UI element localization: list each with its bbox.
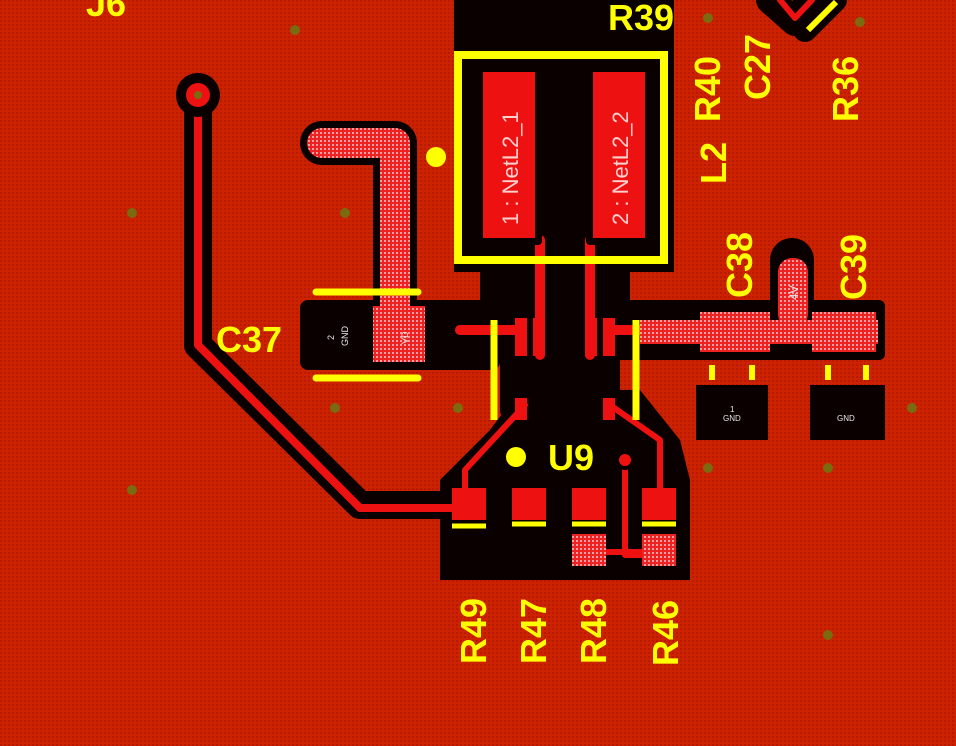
capacitor-c38[interactable]: 1 GND	[698, 365, 768, 438]
label-r36: R36	[825, 56, 866, 122]
label-u9: U9	[548, 437, 594, 478]
c38-c39-feed	[640, 258, 878, 352]
capacitor-c37[interactable]: 2 GND VD	[308, 288, 425, 382]
r46-via	[615, 450, 635, 470]
c37-pad-gnd[interactable]	[308, 304, 370, 368]
label-c38: C38	[719, 232, 760, 298]
c37-pad-vd-net: VD	[400, 331, 410, 344]
label-r49: R49	[453, 598, 494, 664]
resistor-r48[interactable]	[572, 488, 606, 566]
l2-pad-2-label: 2 : NetL2_2	[608, 111, 633, 225]
u9-pin1-marker	[506, 447, 526, 467]
c37-pad-gnd-net: GND	[340, 326, 350, 347]
label-c39: C39	[833, 234, 874, 300]
label-c27: C27	[737, 34, 778, 100]
c38-pad-gnd-net: GND	[723, 414, 741, 423]
label-l2: L2	[693, 142, 734, 184]
label-r48: R48	[573, 598, 614, 664]
c37-pad-gnd-number: 2	[326, 335, 336, 340]
capacitor-c39[interactable]: GND	[813, 365, 883, 438]
u9-pin-top-mid2[interactable]	[585, 318, 597, 356]
label-r40: R40	[687, 56, 728, 122]
j6-via	[176, 73, 220, 117]
c38-pad-gnd[interactable]	[698, 388, 768, 438]
resistor-r49[interactable]	[450, 488, 488, 576]
u9-pin-top-left[interactable]	[515, 318, 527, 356]
c39-pad-gnd-net: GND	[837, 414, 855, 423]
u9-pin-top-right[interactable]	[603, 318, 615, 356]
label-c37: C37	[216, 319, 282, 360]
label-j6: J6	[86, 0, 126, 24]
ic-u9[interactable]	[490, 318, 640, 467]
u9-pin-top-mid1[interactable]	[533, 318, 545, 356]
label-r46: R46	[645, 600, 686, 666]
u9-thermal-pad[interactable]	[570, 360, 594, 390]
u9-pin-bottom-left[interactable]	[515, 398, 527, 420]
inductor-l2[interactable]: 1 : NetL2_1 2 : NetL2_2	[426, 51, 668, 264]
label-r39: R39	[608, 0, 674, 38]
c38-pad-top-net: 4V	[787, 285, 801, 300]
c38-pad-gnd-number: 1	[730, 405, 735, 414]
resistor-r46[interactable]	[642, 488, 676, 566]
u9-pin-bottom-right[interactable]	[603, 398, 615, 420]
l2-pad-1-label: 1 : NetL2_1	[498, 111, 523, 225]
c39-pad-gnd[interactable]	[813, 388, 883, 438]
silk-stroke-r36	[805, 0, 839, 33]
c37-pad-vd[interactable]	[373, 306, 425, 362]
label-r47: R47	[513, 598, 554, 664]
resistor-r47[interactable]	[510, 488, 548, 576]
l2-pin1-marker	[426, 147, 446, 167]
c37-feed-trace	[307, 128, 410, 345]
